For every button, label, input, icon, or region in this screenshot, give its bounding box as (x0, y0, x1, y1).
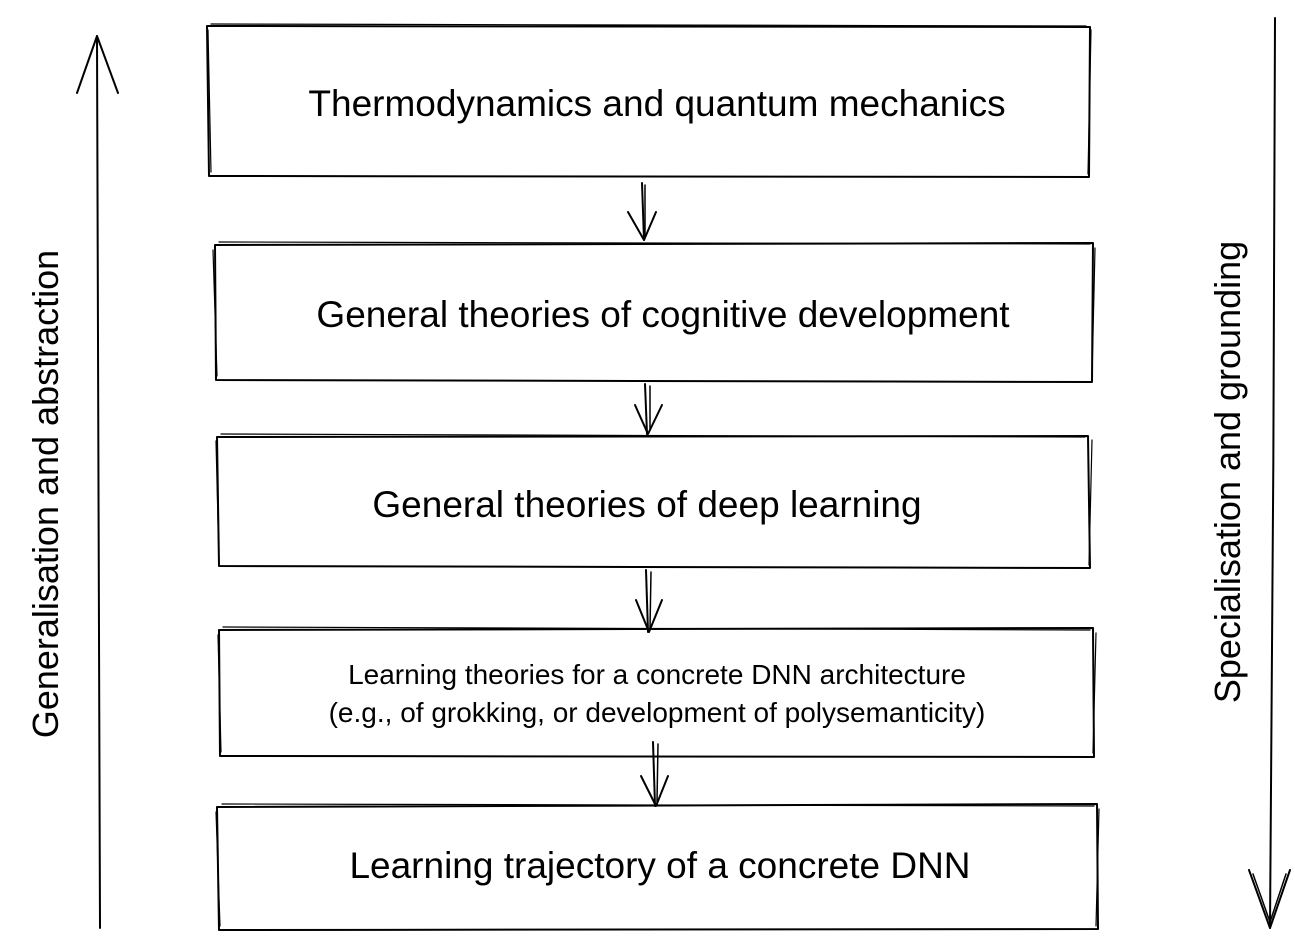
box-dnn-architecture-text-line1: Learning theories for a concrete DNN arc… (348, 659, 966, 690)
box-cognitive-text: General theories of cognitive developmen… (316, 294, 1010, 335)
arrow-4-to-5 (640, 741, 669, 807)
box-dnn-architecture-text-line2: (e.g., of grokking, or development of po… (329, 697, 986, 728)
generalisation-arrow (76, 35, 119, 929)
specialisation-arrow (1248, 17, 1291, 929)
generalisation-label: Generalisation and abstraction (25, 250, 66, 738)
box-learning-trajectory-text: Learning trajectory of a concrete DNN (349, 845, 970, 886)
box-thermodynamics-text: Thermodynamics and quantum mechanics (308, 83, 1005, 124)
box-thermodynamics (206, 23, 1092, 178)
box-dnn-architecture (217, 626, 1097, 758)
arrow-3-to-4 (635, 569, 663, 633)
arrow-2-to-3 (634, 383, 663, 435)
box-cognitive (212, 241, 1096, 383)
specialisation-label: Specialisation and grounding (1207, 241, 1248, 703)
box-deep-learning (215, 433, 1093, 569)
arrow-1-to-2 (627, 182, 657, 241)
box-deep-learning-text: General theories of deep learning (372, 484, 921, 525)
box-learning-trajectory (215, 803, 1100, 931)
